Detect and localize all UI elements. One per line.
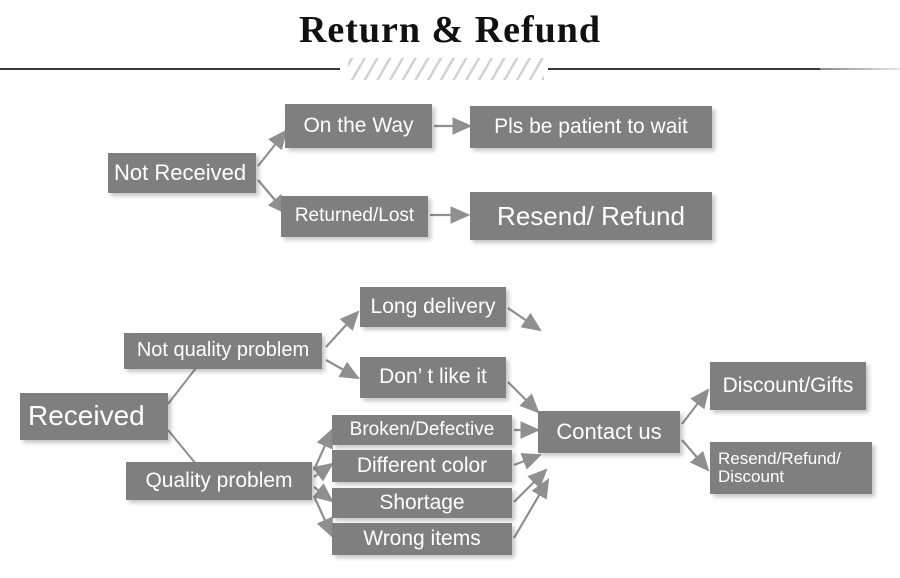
node-shortage[interactable]: Shortage <box>332 488 512 518</box>
arrow-shortage-to-contact-us <box>513 468 548 503</box>
node-resend-refund-discount[interactable]: Resend/Refund/ Discount <box>710 442 872 494</box>
arrow-different-color-to-contact-us <box>513 453 543 470</box>
link-received-to-not-quality <box>167 367 197 405</box>
node-received[interactable]: Received <box>20 393 168 440</box>
arrow-wrong-items-to-contact-us <box>513 478 550 539</box>
node-long-delivery[interactable]: Long delivery <box>360 287 506 327</box>
arrow-quality-to-shortage <box>312 483 334 503</box>
node-discount-gifts[interactable]: Discount/Gifts <box>710 362 866 410</box>
divider-line-right-fade <box>820 68 900 70</box>
arrow-dont-like-it-to-contact-us <box>507 381 540 414</box>
node-quality-problem[interactable]: Quality problem <box>126 462 312 500</box>
arrow-quality-to-wrong-items <box>312 495 334 539</box>
divider-line-right <box>548 68 900 70</box>
node-returned-lost[interactable]: Returned/Lost <box>281 196 428 237</box>
page-title: Return & Refund <box>298 9 602 51</box>
node-not-received[interactable]: Not Received <box>108 153 256 193</box>
hatched-divider-icon <box>348 58 544 80</box>
arrow-quality-to-broken-defective <box>312 427 334 471</box>
arrow-not-quality-to-dont-like-it <box>325 359 360 380</box>
node-broken-defective[interactable]: Broken/Defective <box>332 415 512 445</box>
node-resend-refund[interactable]: Resend/ Refund <box>470 192 712 240</box>
node-wrong-items[interactable]: Wrong items <box>332 523 512 555</box>
node-dont-like-it[interactable]: Don’ t like it <box>360 357 506 398</box>
arrow-not-received-to-on-the-way <box>257 129 288 167</box>
node-contact-us[interactable]: Contact us <box>538 411 680 453</box>
arrow-contact-us-to-discount-gifts <box>681 388 710 425</box>
node-not-quality-problem[interactable]: Not quality problem <box>124 333 322 369</box>
arrow-long-delivery-to-contact-us <box>507 307 542 332</box>
link-received-to-quality <box>167 429 197 465</box>
divider-line-left <box>0 68 340 70</box>
node-pls-be-patient-to-wait[interactable]: Pls be patient to wait <box>470 106 712 148</box>
arrow-contact-us-to-resend-refund-discount <box>681 439 710 472</box>
arrow-quality-to-different-color <box>312 462 334 482</box>
node-on-the-way[interactable]: On the Way <box>285 104 432 148</box>
node-different-color[interactable]: Different color <box>332 450 512 482</box>
arrow-not-quality-to-long-delivery <box>325 310 360 348</box>
